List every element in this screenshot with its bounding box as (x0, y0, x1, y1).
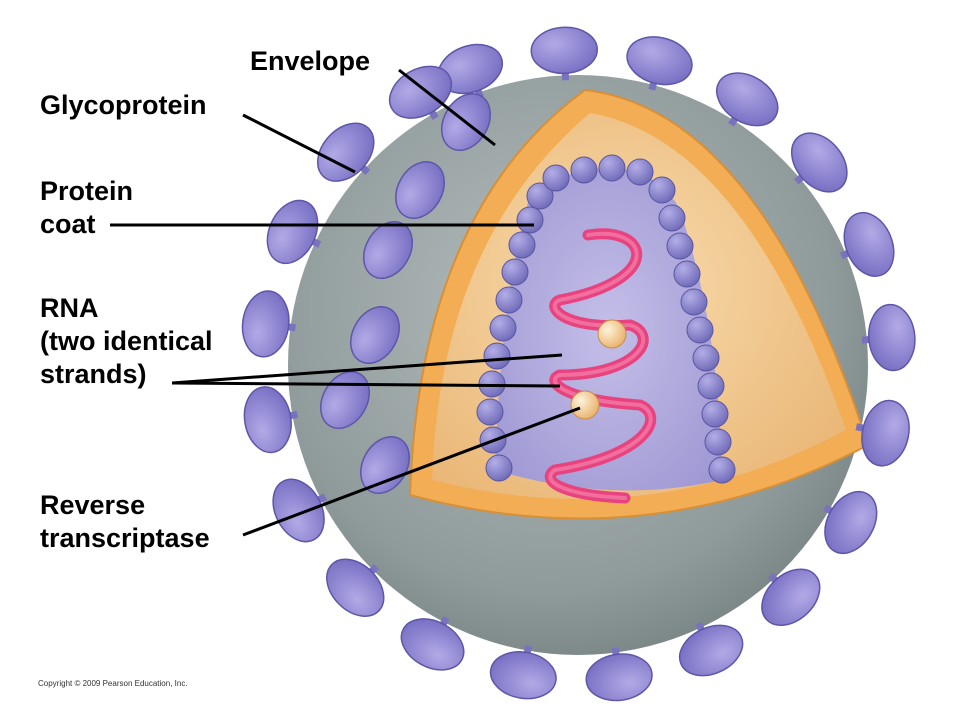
glycoprotein-spike (243, 386, 292, 454)
label-rna-line2: (two identical (40, 326, 213, 356)
glycoprotein-spike (350, 306, 400, 364)
capsid-bead (658, 204, 686, 232)
label-glycoprotein: Glycoprotein (40, 89, 207, 122)
capsid-bead (626, 158, 654, 186)
leader-envelope (398, 68, 496, 147)
protein-coat-beads (476, 154, 736, 484)
capsid-bead (508, 231, 536, 259)
capsid-bead (501, 258, 529, 286)
copyright-notice: Copyright © 2009 Pearson Education, Inc. (38, 679, 188, 688)
leader-rna-2 (171, 381, 561, 388)
reverse-transcriptase-1 (597, 319, 627, 349)
glycoprotein-spike (843, 211, 895, 277)
capsid-bead (673, 260, 701, 288)
capsid-bead (708, 456, 736, 484)
glycoprotein-spike (824, 490, 878, 555)
capsid-bead (489, 314, 517, 342)
glycoprotein-spike (360, 436, 410, 494)
label-protein-coat-line1: Protein (40, 176, 134, 206)
rna-strand-2 (548, 231, 653, 500)
label-reverse-transcriptase: Reverse transcriptase (40, 489, 210, 555)
leader-rna-1 (171, 353, 563, 385)
label-protein-coat-line2: coat (40, 209, 96, 239)
label-glycoprotein-text: Glycoprotein (40, 90, 207, 120)
leader-lines (110, 68, 581, 537)
glycoprotein-spike (861, 399, 910, 467)
glycoprotein-spike (678, 624, 744, 677)
capsid-bead (485, 454, 513, 482)
glycoprotein-spike (400, 618, 465, 671)
capsid-bead (680, 288, 708, 316)
capsid-bead (704, 428, 732, 456)
glycoprotein-spikes (241, 26, 916, 702)
capsid-bead (648, 176, 676, 204)
glycoprotein-spike (761, 568, 821, 627)
glycoprotein-spike (585, 653, 653, 702)
label-rna-line3: strands) (40, 359, 147, 389)
leader-reverse-transcriptase (242, 406, 581, 537)
label-envelope: Envelope (250, 45, 370, 78)
capsid-bead (483, 342, 511, 370)
capsid-bead (526, 182, 554, 210)
glycoprotein-spike (530, 26, 598, 75)
glycoprotein-spike (489, 651, 557, 700)
capsid-bead (697, 372, 725, 400)
glycoprotein-spike (266, 199, 319, 265)
capsid-bead (598, 154, 626, 182)
glycoprotein-spike (241, 290, 290, 358)
capsid-bead (542, 164, 570, 192)
capsid-bead (495, 286, 523, 314)
glycoprotein-spike (626, 36, 693, 86)
capsid-bead (686, 316, 714, 344)
glycoprotein-spike (867, 303, 916, 372)
glycoprotein-spike (316, 122, 375, 182)
glycoprotein-spike (790, 132, 848, 193)
reverse-transcriptase-2 (570, 390, 600, 420)
glycoprotein-spike (388, 65, 453, 119)
label-rna: RNA (two identical strands) (40, 292, 213, 391)
label-rt-line1: Reverse (40, 490, 146, 520)
glycoprotein-spike (395, 161, 445, 219)
label-rt-line2: transcriptase (40, 523, 210, 553)
label-protein-coat: Protein coat (40, 175, 133, 241)
capsid-bead (692, 344, 720, 372)
capsid-bead (666, 232, 694, 260)
capsid-bead (476, 398, 504, 426)
capsid-bead (701, 400, 729, 428)
leader-glycoprotein (242, 113, 356, 174)
label-rna-line1: RNA (40, 293, 99, 323)
glycoprotein-spike (716, 72, 779, 127)
capsid-bead (570, 156, 598, 184)
glycoprotein-spike (326, 558, 385, 617)
capsid-bead (516, 206, 544, 234)
label-envelope-text: Envelope (250, 46, 371, 76)
